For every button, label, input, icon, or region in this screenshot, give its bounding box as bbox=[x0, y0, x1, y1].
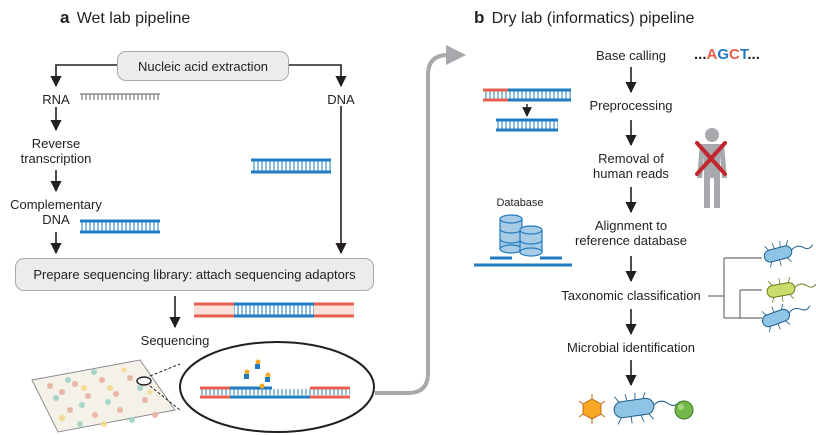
virus-icon bbox=[578, 394, 606, 424]
library-fragment bbox=[194, 302, 354, 318]
red-cross-icon bbox=[695, 141, 727, 176]
prepare-library-box: Prepare sequencing library: attach seque… bbox=[15, 258, 374, 291]
base-g: G bbox=[717, 46, 730, 63]
fungus-icon bbox=[674, 400, 694, 420]
panel-b-letter: b bbox=[474, 8, 485, 27]
phylogenetic-tree-icon bbox=[708, 257, 762, 319]
arrow-to-dna bbox=[287, 64, 347, 88]
panel-b-heading: b Dry lab (informatics) pipeline bbox=[474, 8, 695, 27]
taxonomic-classification-label: Taxonomic classification bbox=[561, 288, 701, 303]
reference-alignment-lines bbox=[474, 256, 572, 267]
base-t: T bbox=[739, 46, 748, 63]
cdna-double-strand bbox=[80, 219, 160, 234]
database-label: Database bbox=[496, 197, 544, 209]
bacterium-icon bbox=[613, 392, 680, 425]
microbial-identification-label: Microbial identification bbox=[567, 340, 695, 355]
alignment-line-2: reference database bbox=[574, 233, 688, 248]
removal-line-2: human reads bbox=[593, 166, 669, 181]
complementary-line-2: DNA bbox=[42, 212, 70, 227]
base-c: C bbox=[729, 46, 740, 63]
alignment-line-1: Alignment to bbox=[594, 218, 668, 233]
fluorescent-nucleotides bbox=[244, 359, 271, 389]
complementary-line-1: Complementary bbox=[10, 197, 102, 212]
arrow-to-rna bbox=[50, 64, 117, 88]
preprocessing-label: Preprocessing bbox=[589, 98, 673, 113]
extraction-box: Nucleic acid extraction bbox=[117, 51, 289, 81]
sequencing-label: Sequencing bbox=[140, 333, 210, 348]
wet-lab-arrows bbox=[50, 64, 347, 329]
panel-b-title: Dry lab (informatics) pipeline bbox=[491, 10, 695, 27]
base-calling-label: Base calling bbox=[595, 48, 667, 63]
connector-arrow bbox=[375, 45, 466, 395]
base-a: A bbox=[706, 46, 718, 63]
read-trimming-icon bbox=[483, 88, 571, 132]
reverse-line-2: transcription bbox=[20, 151, 92, 166]
panel-a-letter: a bbox=[60, 8, 70, 27]
seq-dots-right: ... bbox=[747, 46, 760, 63]
panel-a-heading: a Wet lab pipeline bbox=[60, 8, 191, 27]
bacterium-icon bbox=[761, 239, 816, 333]
rna-strand bbox=[80, 93, 160, 100]
flow-cell-icon bbox=[31, 359, 181, 433]
human-silhouette-icon bbox=[697, 128, 727, 208]
reverse-line-1: Reverse bbox=[31, 136, 81, 151]
rna-label: RNA bbox=[42, 92, 70, 107]
sequence-readout: ...AGCT... bbox=[694, 47, 760, 62]
dna-label: DNA bbox=[327, 92, 355, 107]
magnifier-ellipse-icon bbox=[179, 341, 375, 433]
database-icon bbox=[499, 214, 543, 257]
removal-human-reads-label: Removal of human reads bbox=[571, 151, 691, 181]
panel-a-title: Wet lab pipeline bbox=[76, 10, 191, 27]
seq-dots-left: ... bbox=[694, 46, 707, 63]
complementary-dna-label: Complementary DNA bbox=[6, 197, 106, 227]
reverse-transcription-label: Reverse transcription bbox=[6, 136, 106, 166]
dna-double-strand bbox=[251, 158, 331, 174]
removal-line-1: Removal of bbox=[598, 151, 664, 166]
alignment-label: Alignment to reference database bbox=[561, 218, 701, 248]
